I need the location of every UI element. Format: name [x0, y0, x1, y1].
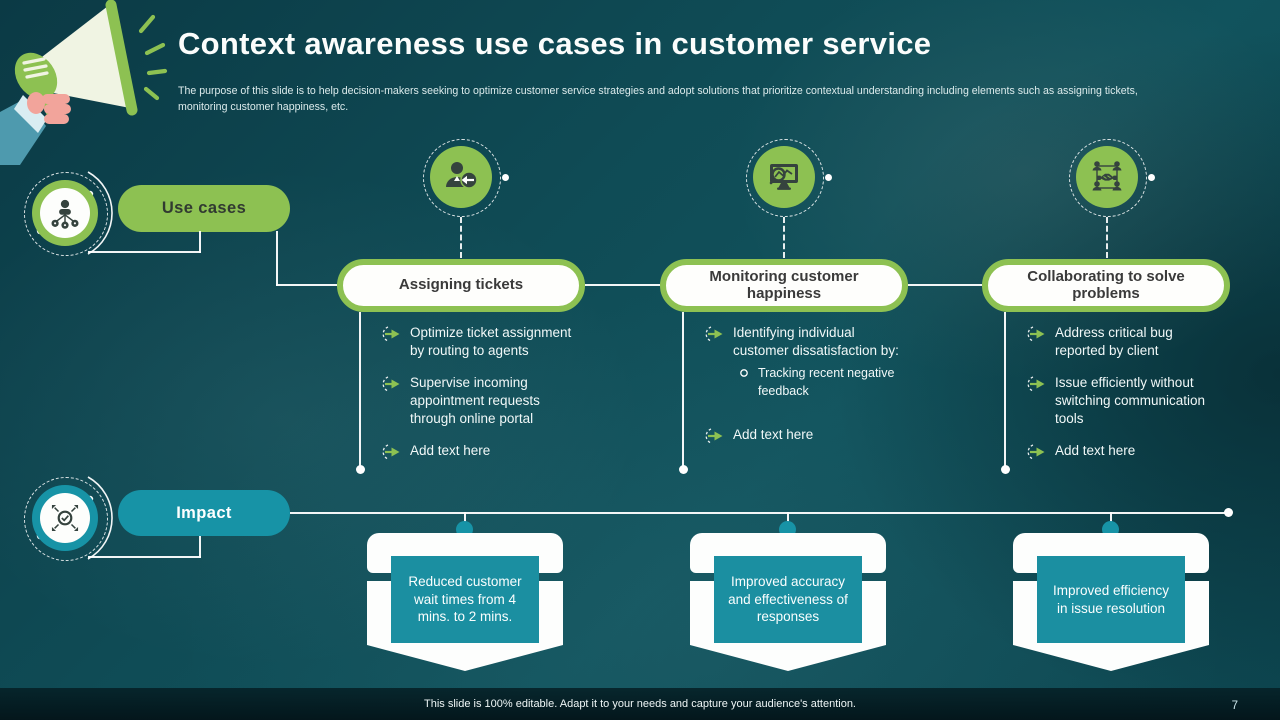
connector-line — [88, 556, 201, 558]
column-icon-ring — [746, 139, 824, 217]
bullet-item: Supervise incoming appointment requests … — [380, 374, 585, 428]
arrow-bullet-icon — [382, 326, 400, 342]
column-title: Monitoring customer happiness — [709, 267, 859, 302]
arrow-bullet-icon — [705, 326, 723, 342]
impact-badge — [32, 485, 98, 551]
bullet-item: Optimize ticket assignment by routing to… — [380, 324, 585, 360]
org-network-icon — [51, 199, 79, 229]
column-title: Collaborating to solve problems — [1027, 267, 1185, 302]
connector-line — [1110, 512, 1112, 525]
impact-statement: Reduced customer wait times from 4 mins.… — [391, 556, 539, 643]
bullet-list: Address critical bug reported by client … — [1025, 324, 1220, 474]
impact-axis-end-dot — [1224, 508, 1233, 517]
bullet-item: Add text here — [380, 442, 585, 460]
impact-label-pill: Impact — [118, 490, 290, 536]
impact-dashed-ring — [24, 477, 108, 561]
bullet-text: Supervise incoming appointment requests … — [410, 374, 540, 426]
collaboration-icon — [1092, 161, 1122, 191]
connector-line — [908, 284, 982, 286]
column-spine-dot — [1001, 465, 1010, 474]
connector-line — [464, 512, 466, 525]
arrow-bullet-icon — [1027, 326, 1045, 342]
monitor-analytics-icon — [769, 164, 798, 190]
ring-dot — [1148, 174, 1155, 181]
column-title-pill: Monitoring customer happiness — [660, 259, 908, 312]
sub-bullet-item: Tracking recent negative feedback — [739, 364, 908, 400]
column-icon-ring — [1069, 139, 1147, 217]
sub-bullet-text: Tracking recent negative feedback — [758, 365, 895, 399]
bullet-text: Address critical bug reported by client — [1055, 325, 1173, 358]
agent-assign-icon — [446, 162, 478, 189]
dashed-connector — [783, 217, 785, 258]
column-spine-dot — [356, 465, 365, 474]
bullet-item: Add text here — [1025, 442, 1220, 460]
column-spine-line — [1004, 312, 1006, 469]
column-spine-line — [359, 312, 361, 469]
connector-line — [276, 231, 278, 286]
impact-statement: Improved efficiency in issue resolution — [1037, 556, 1185, 643]
column-icon-ring — [423, 139, 501, 217]
column-icon-circle — [1076, 146, 1138, 208]
arrow-bullet-icon — [382, 444, 400, 460]
connector-line — [88, 251, 201, 253]
bullet-text: Add text here — [733, 427, 814, 443]
connector-line — [199, 536, 201, 558]
footer-band: This slide is 100% editable. Adapt it to… — [0, 688, 1280, 720]
column-icon-circle — [753, 146, 815, 208]
page-subtitle: The purpose of this slide is to help dec… — [178, 85, 1138, 113]
bullet-item: Add text here — [703, 426, 908, 444]
footer-note: This slide is 100% editable. Adapt it to… — [424, 698, 856, 710]
bullet-list: Identifying individual customer dissatis… — [703, 324, 908, 458]
column-icon-circle — [430, 146, 492, 208]
bullet-item: Address critical bug reported by client — [1025, 324, 1220, 360]
arrow-bullet-icon — [705, 428, 723, 444]
circle-bullet-icon — [740, 369, 748, 377]
bullet-text: Identifying individual customer dissatis… — [733, 325, 899, 358]
impact-banner: Improved efficiency in issue resolution — [1013, 533, 1209, 673]
connector-line — [585, 284, 660, 286]
target-gear-icon — [51, 504, 79, 532]
use-cases-label-pill: Use cases — [118, 185, 290, 232]
connector-line — [276, 284, 337, 286]
connector-line — [199, 231, 201, 253]
impact-statement: Improved accuracy and effectiveness of r… — [714, 556, 862, 643]
column-title-pill: Assigning tickets — [337, 259, 585, 312]
connector-line — [787, 512, 789, 525]
megaphone-icon — [0, 0, 168, 165]
bullet-text: Issue efficiently without switching comm… — [1055, 374, 1206, 426]
bullet-text: Optimize ticket assignment by routing to… — [410, 325, 572, 358]
arrow-bullet-icon — [1027, 376, 1045, 392]
ring-dot — [825, 174, 832, 181]
column-spine-dot — [679, 465, 688, 474]
column-title: Assigning tickets — [398, 276, 524, 294]
bullet-text: Add text here — [1055, 442, 1136, 458]
impact-banner: Reduced customer wait times from 4 mins.… — [367, 533, 563, 673]
column-spine-line — [682, 312, 684, 469]
dashed-connector — [1106, 217, 1108, 258]
page-number: 7 — [1231, 700, 1238, 712]
impact-axis-line — [290, 512, 1228, 514]
arrow-bullet-icon — [1027, 444, 1045, 460]
ring-dot — [502, 174, 509, 181]
bullet-item: Issue efficiently without switching comm… — [1025, 374, 1220, 428]
bullet-text: Add text here — [410, 442, 491, 458]
impact-label: Impact — [176, 503, 232, 522]
use-cases-label: Use cases — [161, 199, 247, 217]
dashed-connector — [460, 217, 462, 258]
column-title-pill: Collaborating to solve problems — [982, 259, 1230, 312]
use-cases-dashed-ring — [24, 172, 108, 256]
bullet-item: Identifying individual customer dissatis… — [703, 324, 908, 360]
bullet-list: Optimize ticket assignment by routing to… — [380, 324, 585, 474]
use-cases-badge — [32, 180, 98, 246]
page-title: Context awareness use cases in customer … — [178, 26, 932, 61]
impact-banner: Improved accuracy and effectiveness of r… — [690, 533, 886, 673]
arrow-bullet-icon — [382, 376, 400, 392]
